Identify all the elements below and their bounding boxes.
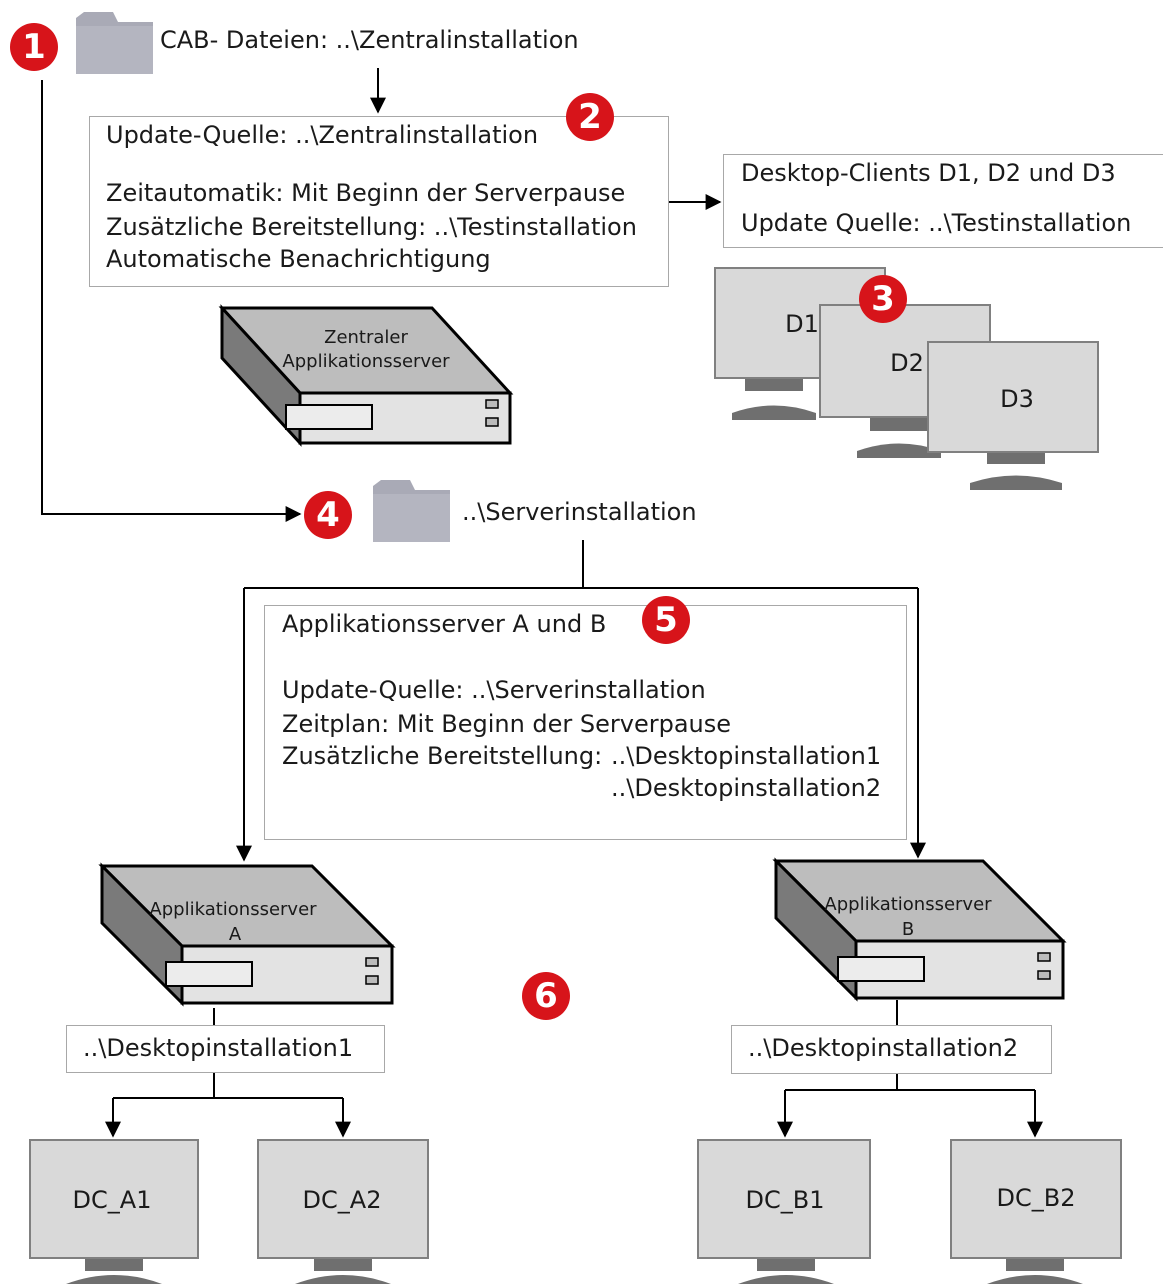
app-servers-extra-1: ..\Desktopinstallation1 (611, 742, 882, 770)
monitor-label-dc-a1: DC_A1 (73, 1186, 152, 1214)
server-a-icon: Applikationsserver A (98, 862, 396, 1007)
folder-icon (76, 12, 153, 74)
step-badge-6: 6 (522, 972, 570, 1020)
server-a-label-1: Applikationsserver (149, 899, 317, 920)
central-notification: Automatische Benachrichtigung (106, 245, 491, 273)
server-b-label-2: B (902, 919, 914, 940)
monitor-label-dc-b1: DC_B1 (746, 1186, 825, 1214)
monitor-label-d2: D2 (890, 349, 924, 377)
share-a-box: ..\Desktopinstallation1 (66, 1025, 385, 1073)
monitor-label-d3: D3 (1000, 385, 1034, 413)
monitor-dc-a2: DC_A2 (257, 1139, 429, 1284)
app-servers-source: Update-Quelle: ..\Serverinstallation (282, 676, 706, 704)
server-b-label-1: Applikationsserver (824, 894, 992, 915)
central-update-source: Update-Quelle: ..\Zentralinstallation (106, 121, 539, 149)
app-servers-box: Applikationsserver A und B Update-Quelle… (264, 605, 907, 840)
step-badge-2: 2 (566, 93, 614, 141)
desktop-clients-title: Desktop-Clients D1, D2 und D3 (741, 159, 1116, 187)
serverinstallation-label: ..\Serverinstallation (462, 498, 697, 526)
folder-icon (373, 480, 450, 542)
monitor-label-dc-b2: DC_B2 (997, 1184, 1076, 1212)
app-servers-schedule: Zeitplan: Mit Beginn der Serverpause (282, 710, 732, 738)
monitor-label-d1: D1 (785, 310, 819, 338)
cab-files-label: CAB- Dateien: ..\Zentralinstallation (160, 26, 579, 54)
arrow-cab-to-serverinstallation (41, 80, 302, 522)
central-config-box: Update-Quelle: ..\Zentralinstallation Ze… (89, 116, 669, 287)
connectors (41, 68, 1043, 1138)
monitor-dc-b1: DC_B1 (697, 1139, 871, 1284)
step-badge-3: 3 (859, 275, 907, 323)
central-server-icon: Zentraler Applikationsserver (218, 304, 514, 447)
central-server-label-1: Zentraler (324, 327, 408, 348)
desktop-clients-box: Desktop-Clients D1, D2 und D3 Update Que… (723, 154, 1163, 248)
step-badge-5: 5 (642, 596, 690, 644)
desktop-clients-source: Update Quelle: ..\Testinstallation (741, 209, 1132, 237)
central-extra-provision: Zusätzliche Bereitstellung: ..\Testinsta… (106, 213, 637, 241)
central-server-label-2: Applikationsserver (282, 351, 450, 372)
monitor-label-dc-a2: DC_A2 (303, 1186, 382, 1214)
monitor-d3: D3 (927, 341, 1099, 490)
share-b-box: ..\Desktopinstallation2 (731, 1025, 1052, 1074)
monitor-dc-b2: DC_B2 (950, 1139, 1122, 1284)
step-badge-1: 1 (10, 23, 58, 71)
share-a-label: ..\Desktopinstallation1 (83, 1034, 354, 1062)
app-servers-title: Applikationsserver A und B (282, 610, 607, 638)
server-b-icon: Applikationsserver B (772, 857, 1067, 1002)
monitor-dc-a1: DC_A1 (29, 1139, 199, 1284)
server-a-label-2: A (229, 924, 242, 945)
step-badge-4: 4 (304, 491, 352, 539)
app-servers-extra-2: ..\Desktopinstallation2 (611, 774, 882, 802)
share-b-label: ..\Desktopinstallation2 (748, 1034, 1019, 1062)
central-time-automation: Zeitautomatik: Mit Beginn der Serverpaus… (106, 179, 626, 207)
app-servers-extra-label: Zusätzliche Bereitstellung: (282, 742, 603, 770)
